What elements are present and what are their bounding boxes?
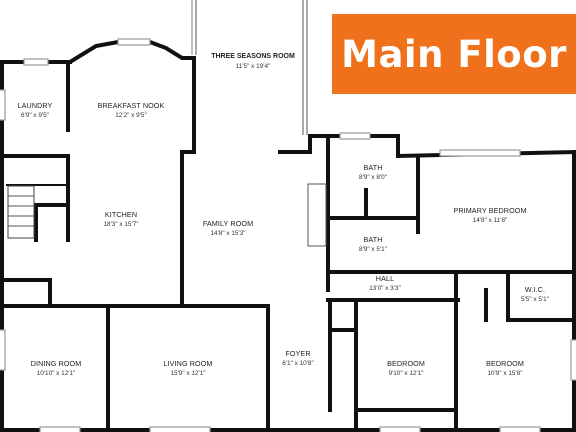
laundry-dims: 6'9" x 9'5" xyxy=(21,112,49,119)
stairs xyxy=(7,185,35,239)
hall-dims: 13'0" x 3'3" xyxy=(369,285,401,292)
banner-title: Main Floor xyxy=(341,32,567,76)
bath-1-name: BATH xyxy=(363,163,382,172)
foyer-dims: 6'1" x 10'8" xyxy=(282,360,314,367)
bedroom-1-name: BEDROOM xyxy=(387,359,425,368)
wic-name: W.I.C. xyxy=(525,285,545,294)
fireplace-icon xyxy=(307,183,327,247)
primary-bedroom-name: PRIMARY BEDROOM xyxy=(453,206,526,215)
breakfast-nook-dims: 12'2" x 9'5" xyxy=(115,112,147,119)
wic-dims: 5'5" x 5'1" xyxy=(521,296,549,303)
three-seasons-room-name: THREE SEASONS ROOM xyxy=(211,53,295,60)
bedroom-2-name: BEDROOM xyxy=(486,359,524,368)
kitchen-name: KITCHEN xyxy=(105,210,137,219)
dining-room-dims: 10'10" x 12'1" xyxy=(37,370,76,377)
laundry-name: LAUNDRY xyxy=(18,101,53,110)
bedroom-2-dims: 10'9" x 15'8" xyxy=(487,370,522,377)
primary-bedroom-dims: 14'8" x 11'8" xyxy=(473,217,508,224)
walls xyxy=(0,40,576,432)
hall-name: HALL xyxy=(376,274,394,283)
living-room-dims: 15'9" x 12'1" xyxy=(170,370,205,377)
bath-2-dims: 8'9" x 5'1" xyxy=(359,246,387,253)
windows xyxy=(0,38,576,432)
bedroom-1-dims: 9'10" x 12'1" xyxy=(388,370,423,377)
breakfast-nook-name: BREAKFAST NOOK xyxy=(98,101,165,110)
family-room-dims: 14'8" x 15'3" xyxy=(210,230,245,237)
three-seasons-room-dims: 11'5" x 19'4" xyxy=(236,63,271,70)
family-room-name: FAMILY ROOM xyxy=(203,219,253,228)
dining-room-name: DINING ROOM xyxy=(31,359,82,368)
main-floor-banner: Main Floor xyxy=(332,14,576,94)
three-seasons-room-outline xyxy=(191,0,308,135)
kitchen-dims: 18'3" x 15'7" xyxy=(103,221,138,228)
bath-1-dims: 8'9" x 8'0" xyxy=(359,174,387,181)
foyer-name: FOYER xyxy=(285,349,310,358)
room-labels: THREE SEASONS ROOM 11'5" x 19'4" LAUNDRY… xyxy=(18,53,549,377)
bath-2-name: BATH xyxy=(363,235,382,244)
living-room-name: LIVING ROOM xyxy=(163,359,212,368)
